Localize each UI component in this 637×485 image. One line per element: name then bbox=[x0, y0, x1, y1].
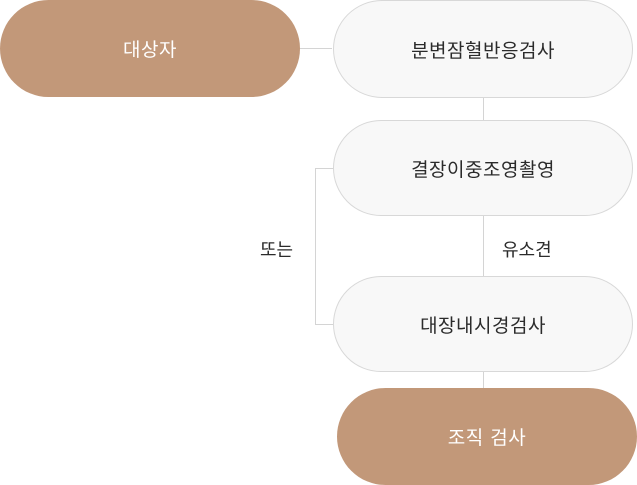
alternative-bracket-top bbox=[315, 168, 333, 169]
abnormal-finding-label: 유소견 bbox=[502, 240, 552, 261]
fecal-occult-blood-test-node: 분변잠혈반응검사 bbox=[333, 0, 633, 98]
alternative-bracket-vertical bbox=[315, 168, 316, 325]
double-contrast-barium-enema-node: 결장이중조영촬영 bbox=[333, 120, 633, 216]
connector-target-to-fobt bbox=[300, 48, 332, 49]
target-group-node: 대상자 bbox=[0, 0, 300, 97]
connector-colonoscopy-to-biopsy bbox=[483, 372, 484, 388]
connector-fobt-to-barium bbox=[483, 98, 484, 120]
alternative-label: 또는 bbox=[260, 240, 294, 261]
colonoscopy-node: 대장내시경검사 bbox=[333, 276, 633, 372]
connector-barium-to-colonoscopy bbox=[483, 216, 484, 276]
alternative-bracket-bottom bbox=[315, 324, 333, 325]
biopsy-node: 조직 검사 bbox=[337, 388, 637, 485]
